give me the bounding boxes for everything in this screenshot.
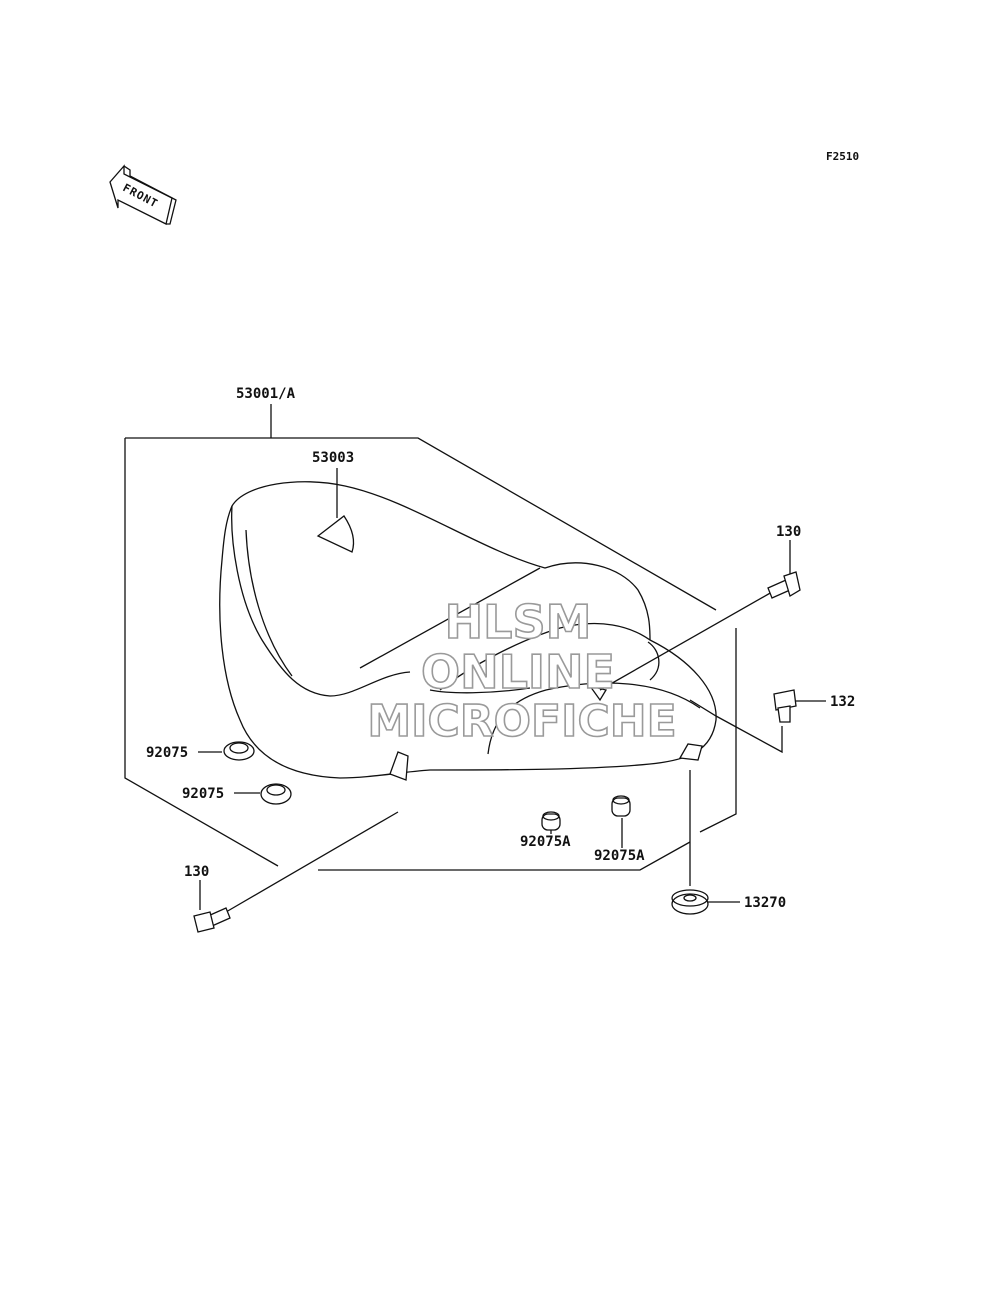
damper-92075-2: 92075	[182, 783, 292, 805]
figure-code: F2510	[826, 150, 859, 163]
seat	[219, 481, 717, 781]
label-53001a: 53001/A	[236, 386, 296, 402]
label-92075-1: 92075	[146, 745, 188, 761]
bolt-130-right: 130	[599, 524, 801, 691]
watermark: HLSM ONLINE MICROFICHE	[367, 594, 678, 748]
part-53003: 53003	[312, 450, 355, 553]
watermark-line-1: HLSM	[445, 595, 592, 649]
damper-92075-1: 92075	[146, 741, 255, 761]
collar-13270: 13270	[671, 770, 786, 915]
label-132: 132	[830, 694, 855, 710]
label-92075a-2: 92075A	[594, 848, 645, 864]
label-13270: 13270	[744, 895, 786, 911]
damper-92075a-1: 92075A	[520, 811, 571, 850]
watermark-line-2: ONLINE	[421, 645, 615, 699]
assembly-leader	[124, 404, 737, 871]
bolt-132: 132	[689, 689, 855, 754]
label-92075-2: 92075	[182, 786, 224, 802]
bolt-130-left: 130	[184, 811, 399, 933]
label-130-right: 130	[776, 524, 801, 540]
label-53003: 53003	[312, 450, 354, 466]
label-92075a-1: 92075A	[520, 834, 571, 850]
damper-92075a-2: 92075A	[594, 795, 645, 864]
front-arrow-icon: FRONT	[109, 164, 177, 225]
watermark-line-3: MICROFICHE	[367, 696, 676, 747]
label-130-left: 130	[184, 864, 209, 880]
